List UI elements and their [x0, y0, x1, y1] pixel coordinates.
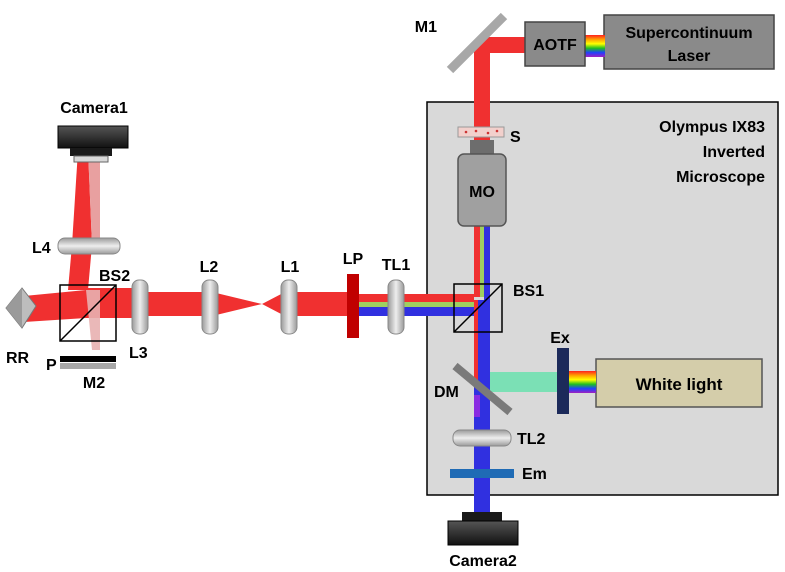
spectrum-band-lamp: [566, 371, 596, 393]
mirror-m2: [60, 363, 116, 369]
dichroic-mirror: [452, 362, 513, 416]
p-label: P: [46, 357, 57, 374]
tube-lens-tl1: [387, 279, 405, 335]
objective-tip: [470, 140, 494, 154]
l1-label: L1: [281, 259, 300, 276]
lens-l4: [57, 237, 121, 255]
dm-label: DM: [434, 384, 459, 401]
lens-l3: [131, 279, 149, 335]
bs1-label: BS1: [513, 283, 544, 300]
beam-splitter-bs1: [453, 283, 503, 333]
tl1-label: TL1: [382, 257, 411, 274]
microscope-title-line3: Microscope: [676, 169, 765, 186]
supercontinuum-label-line2: Laser: [668, 48, 711, 65]
bs2-label: BS2: [99, 268, 130, 285]
excitation-filter: [557, 348, 569, 414]
camera2-label: Camera2: [449, 553, 517, 570]
l4-label: L4: [32, 240, 51, 257]
aotf: [524, 21, 586, 67]
mirror-m1: [446, 12, 508, 74]
beam-splitter-bs2: [59, 284, 117, 342]
microscope-objective: [457, 153, 507, 227]
beam-bs2-up: [72, 150, 92, 245]
em-label: Em: [522, 466, 547, 483]
m1-label: M1: [415, 19, 437, 36]
microscope-title-line2: Inverted: [703, 144, 765, 161]
lens-l2: [201, 279, 219, 335]
beam-aotf-to-m1: [482, 37, 526, 53]
camera1: [57, 125, 129, 163]
beam-bs1-to-left: [352, 294, 474, 302]
m2-label: M2: [83, 375, 105, 392]
camera1-label: Camera1: [60, 100, 128, 117]
polarizer-p: [60, 356, 116, 362]
microscope-title-line1: Olympus IX83: [659, 119, 765, 136]
beam-l2-to-l3: [140, 292, 212, 316]
spectrum-band-laser: [585, 35, 605, 57]
supercontinuum-label-line1: Supercontinuum: [625, 25, 752, 42]
sample: [457, 126, 505, 138]
l3-label: L3: [129, 345, 148, 362]
aotf-label: AOTF: [533, 37, 577, 54]
lp-label: LP: [343, 251, 364, 268]
l2-label: L2: [200, 259, 219, 276]
white-light-source: [595, 358, 763, 408]
camera2: [447, 512, 519, 546]
white-light-label: White light: [636, 375, 723, 394]
beam-white-light: [490, 372, 558, 392]
mo-label: MO: [469, 184, 495, 201]
tube-lens-tl2: [452, 429, 512, 447]
tl2-label: TL2: [517, 431, 546, 448]
sample-label: S: [510, 129, 521, 146]
rr-label: RR: [6, 350, 30, 367]
ex-label: Ex: [550, 330, 570, 347]
lens-l1: [280, 279, 298, 335]
long-pass-filter: [347, 274, 359, 338]
emission-filter: [450, 469, 514, 478]
